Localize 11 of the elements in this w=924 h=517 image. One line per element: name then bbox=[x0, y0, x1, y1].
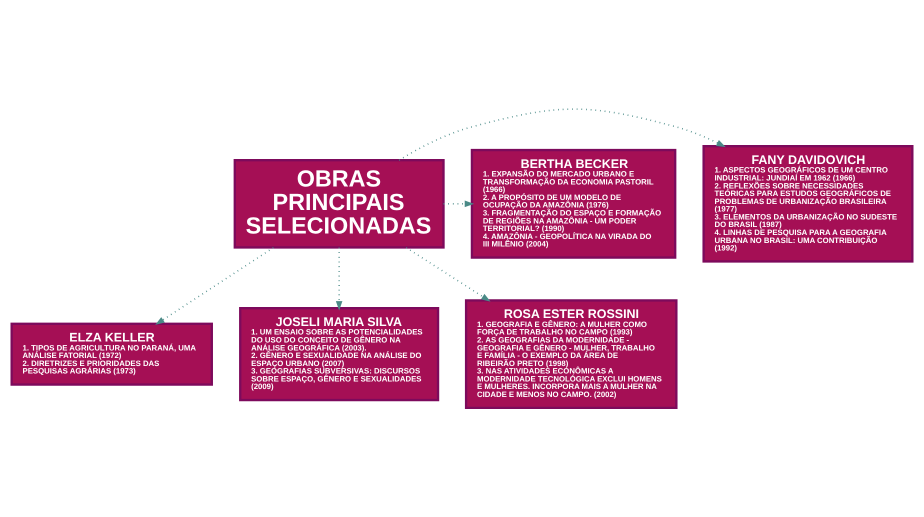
node-box: OBRAS PRINCIPAIS SELECIONADAS bbox=[234, 159, 445, 249]
arrow bbox=[406, 246, 491, 302]
arrow bbox=[444, 200, 474, 208]
node-box: ELZA KELLER 1. TIPOS DE AGRICULTURA NO PARANÁ, UMA ANÁLISE FATORIAL (1972) 2. DIRETRIZES E PRIORIDADES DAS PESQUISAS AGRÁRIAS (1973) bbox=[10, 322, 213, 386]
arrow bbox=[336, 248, 342, 310]
arrow bbox=[155, 247, 274, 325]
node-box: ROSA ESTER ROSSINI 1. GEOGRAFIA E GÊNERO: A MULHER COMO FORÇA DE TRABALHO NO CAMPO (1993) 2. AS GEOGRAFIAS DA MODERNIDADE - GEOGRAFIA E GÊNERO - MULHER, TRABALHO E FAMÍLIA - O EXEMPLO DA ÁREA DE RIBEIRÃO PRETO (1998) 3. NAS ATIVIDADES ECONÔMICAS A MODERNIDADE TECNOLÓGICA EXCLUI HOMENS E MULHERES. INCORPORA MAIS A MULHER NA CIDADE E MENOS NO CAMPO. (2002) bbox=[464, 299, 678, 410]
arrow bbox=[398, 108, 726, 161]
node-box: FANY DAVIDOVICH 1. ASPECTOS GEOGRÁFICOS DE UM CENTRO INDUSTRIAL: JUNDIAÍ EM 1962 (1966) 2. REFLEXÕES SOBRE NECESSIDADES TEÓRICAS PARA ESTUDOS GEOGRÁFICOS DE PROBLEMAS DE URBANIZAÇÃO BRASILEIRA (1977) 3. ELEMENTOS DA URBANIZAÇÃO NO SUDESTE DO BRASIL (1987) 4. LINHAS DE PESQUISA PARA A GEOGRAFIA URBANA NO BRASIL: UMA CONTRIBUIÇÃO (1992) bbox=[702, 145, 914, 263]
node-box: BERTHA BECKER 1. EXPANSÃO DO MERCADO URBANO E TRANSFORMAÇÃO DA ECONOMIA PASTORIL (1966) 2. A PROPÓSITO DE UM MODELO DE OCUPAÇÃO DA AMAZÔNIA (1976) 3. FRAGMENTAÇÃO DO ESPAÇO E FORMAÇÃO DE REGIÕES NA AMAZÔNIA - UM PODER TERRITORIAL? (1990) 4. AMAZÔNIA - GEOPOLÍTICA NA VIRADA DO III MILÊNIO (2004) bbox=[470, 148, 676, 259]
node-box: JOSELI MARIA SILVA 1. UM ENSAIO SOBRE AS POTENCIALIDADES DO USO DO CONCEITO DE GÊNERO NA ANÁLISE GEOGRÁFICA (2003). 2. GÊNERO E SEXUALIDADE NA ANÁLISE DO ESPAÇO URBANO (2007) 3. GEOGRAFIAS SUBVERSIVAS: DISCURSOS SOBRE ESPAÇO, GÊNERO E SEXUALIDADES (2009) bbox=[239, 307, 440, 402]
